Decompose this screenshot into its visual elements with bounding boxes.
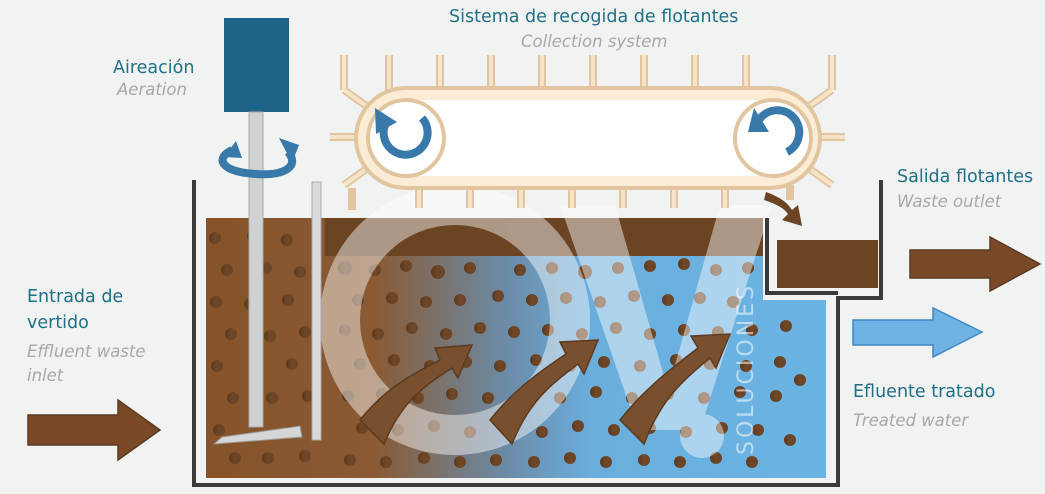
rotation-arrow-icon bbox=[218, 138, 299, 179]
treated-label-en: Treated water bbox=[853, 411, 969, 430]
waste-outlet-label: Salida flotantes bbox=[897, 167, 1034, 187]
inlet-label-en-line2: inlet bbox=[27, 366, 64, 385]
baffle bbox=[311, 181, 322, 441]
motor-icon bbox=[224, 18, 289, 112]
watermark-text: SOLUCIONES bbox=[734, 283, 759, 455]
inlet-arrow-icon bbox=[27, 398, 162, 462]
treated-outlet-arrow-icon bbox=[852, 306, 984, 359]
discharge-arrow-icon bbox=[764, 192, 802, 226]
upflow-arrows bbox=[358, 333, 732, 446]
aeration-label: Aireación bbox=[113, 58, 195, 78]
flow-arrow-icon bbox=[358, 344, 474, 446]
treated-label: Efluente tratado bbox=[853, 382, 996, 402]
flow-arrow-icon bbox=[618, 333, 732, 446]
inlet-label-en-line1: Effluent waste bbox=[27, 342, 146, 361]
collection-label: Sistema de recogida de flotantes bbox=[449, 7, 739, 27]
collection-label-en: Collection system bbox=[521, 32, 668, 51]
rotation-arrow-icon bbox=[748, 106, 804, 156]
paddle-icon bbox=[212, 425, 303, 445]
outlet-chamber-liquid bbox=[777, 240, 878, 288]
flow-arrow-icon bbox=[489, 339, 600, 446]
belt-inner bbox=[400, 100, 778, 176]
inlet-label-line2: vertido bbox=[27, 313, 89, 333]
waste-outlet-label-en: Waste outlet bbox=[897, 192, 1002, 211]
waste-outlet-arrow-icon bbox=[909, 235, 1042, 293]
inlet-label-line1: Entrada de bbox=[27, 287, 124, 307]
tank-liquid bbox=[206, 218, 826, 478]
scum-layer bbox=[325, 218, 763, 256]
aeration-label-en: Aeration bbox=[117, 80, 187, 99]
rotation-arrow-icon bbox=[375, 108, 432, 159]
watermark bbox=[320, 185, 772, 458]
aerator-shaft bbox=[248, 111, 264, 428]
